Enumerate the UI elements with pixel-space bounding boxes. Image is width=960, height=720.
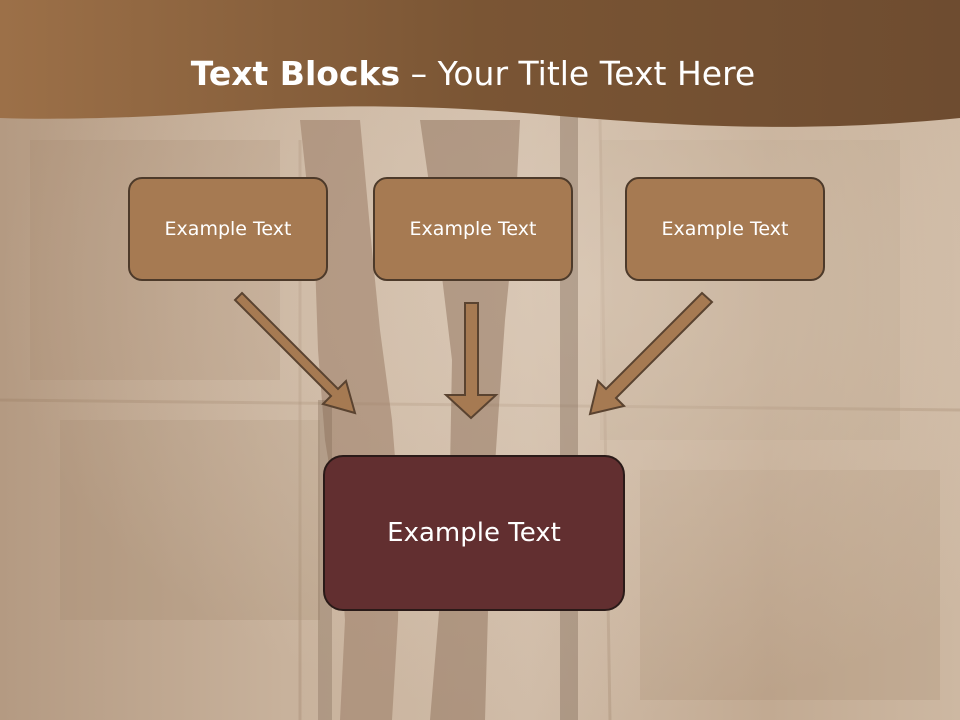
text-block-center[interactable]: Example Text (373, 177, 573, 281)
text-block-left[interactable]: Example Text (128, 177, 328, 281)
main-text-block[interactable]: Example Text (323, 455, 625, 611)
text-block-right[interactable]: Example Text (625, 177, 825, 281)
title-rest: Your Title Text Here (437, 54, 756, 93)
page-title: Text Blocks – Your Title Text Here (0, 52, 946, 96)
title-bold-part: Text Blocks (190, 54, 401, 93)
title-dash: – (400, 54, 438, 93)
header-band (0, 0, 960, 127)
